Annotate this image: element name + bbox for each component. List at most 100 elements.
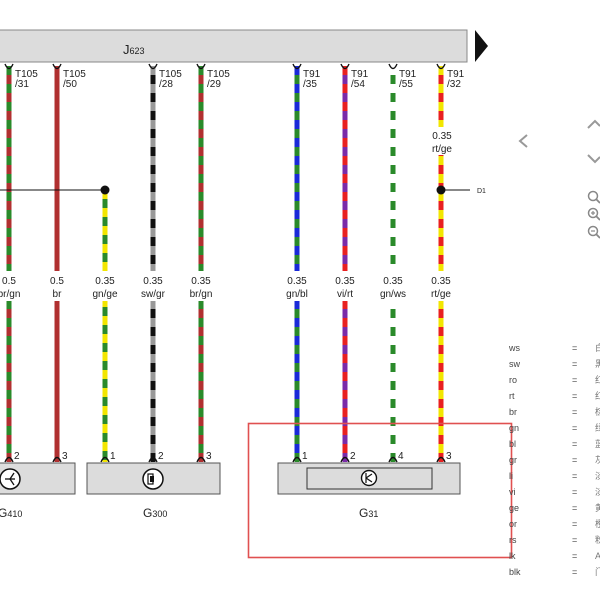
connection-line: D1	[0, 185, 486, 195]
legend-abbr: ws	[509, 343, 520, 353]
svg-text:0.5: 0.5	[2, 276, 16, 287]
zoom-fit-icon[interactable]	[587, 190, 600, 204]
pin-number: 1	[110, 451, 116, 462]
legend-equals: =	[572, 455, 578, 465]
legend-row: li=淡	[509, 468, 600, 484]
sensor-icon	[360, 469, 378, 487]
legend-equals: =	[572, 551, 578, 561]
legend-row: sw=黑	[509, 356, 600, 372]
pin-connector	[436, 63, 446, 70]
legend-abbr: rs	[509, 535, 517, 545]
component-label: G300	[143, 506, 167, 520]
legend-row: rt=红	[509, 388, 600, 404]
legend-equals: =	[572, 423, 578, 433]
svg-text:T91: T91	[399, 69, 417, 80]
pin-number: 1	[302, 451, 308, 462]
svg-text:/55: /55	[399, 79, 413, 90]
pin-number: 2	[158, 451, 164, 462]
pin-label: T105/50	[63, 69, 86, 90]
legend-value: 灰	[595, 455, 600, 465]
control-unit-j623: J623	[0, 29, 488, 63]
svg-text:0.35: 0.35	[191, 276, 211, 287]
connection-label: D1	[477, 188, 486, 195]
legend-row: lk=A	[509, 548, 600, 564]
legend-row: ws = 白	[509, 340, 600, 356]
svg-text:T91: T91	[351, 69, 369, 80]
legend-abbr: gn	[509, 423, 520, 433]
svg-text:/35: /35	[303, 79, 317, 90]
upper-wire-label: 0.35 rt/ge	[426, 127, 458, 155]
legend-value: 橙	[595, 519, 600, 529]
nav-controls	[514, 114, 600, 239]
svg-text:rt/ge: rt/ge	[431, 289, 451, 300]
svg-text:0.35: 0.35	[431, 276, 451, 287]
legend-row: ge=黄	[509, 500, 600, 516]
svg-text:0.35: 0.35	[432, 131, 452, 142]
svg-text:/50: /50	[63, 79, 77, 90]
pin-connector	[196, 63, 206, 70]
pin-number: 4	[398, 451, 404, 462]
junction-dot	[100, 185, 110, 195]
legend-abbr: ro	[509, 375, 518, 385]
pin-connector	[148, 63, 158, 70]
chevron-left-icon[interactable]	[514, 132, 532, 150]
legend-equals: =	[572, 519, 578, 529]
legend-abbr: lk	[509, 551, 516, 561]
legend-value: 蓝	[595, 439, 600, 449]
svg-text:vi/rt: vi/rt	[337, 289, 353, 300]
pin-connector	[52, 456, 62, 463]
svg-text:0.5: 0.5	[50, 276, 64, 287]
legend-row: blk=门	[509, 564, 600, 580]
legend-equals: =	[572, 503, 578, 513]
sensor-icon	[0, 468, 21, 490]
pin-connector	[436, 456, 446, 463]
wire-label: 0.35 rt/ge	[423, 271, 459, 301]
legend-equals: =	[572, 343, 578, 353]
wires-layer	[4, 63, 446, 463]
legend-equals: =	[572, 487, 578, 497]
chevron-up-icon[interactable]	[584, 114, 600, 130]
zoom-in-icon[interactable]	[587, 207, 600, 221]
svg-text:/31: /31	[15, 79, 29, 90]
legend-value: 红	[595, 391, 600, 401]
svg-text:T105: T105	[159, 69, 182, 80]
legend-equals: =	[572, 407, 578, 417]
component-pin-numbers: 2 3 1 2 3 1 2 4 3	[14, 451, 452, 462]
svg-text:br/gn: br/gn	[0, 289, 20, 300]
junction-dot	[436, 185, 446, 195]
legend-abbr: ge	[509, 503, 520, 513]
legend-row: ro = 红	[509, 372, 600, 388]
sensor-icon	[142, 468, 164, 490]
svg-text:sw/gr: sw/gr	[141, 289, 166, 300]
pin-connector	[148, 456, 158, 463]
pin-connector	[4, 63, 14, 70]
component-label: G410	[0, 506, 22, 520]
pin-connector	[4, 456, 14, 463]
pin-label: T91/55	[399, 69, 417, 90]
pin-number: 2	[14, 451, 20, 462]
pin-number: 3	[206, 451, 212, 462]
legend-value: 红	[595, 375, 600, 385]
zoom-out-icon[interactable]	[587, 225, 600, 239]
wire-label: 0.35 vi/rt	[327, 271, 363, 301]
pin-label: T105/28	[159, 69, 182, 90]
highlight-box[interactable]	[247, 422, 513, 559]
svg-text:0.35: 0.35	[335, 276, 355, 287]
legend-value: 绿	[595, 423, 600, 433]
chevron-down-icon[interactable]	[584, 150, 600, 166]
legend-value: 黑	[595, 359, 600, 369]
pin-connector	[340, 63, 350, 70]
legend-value: 白	[595, 343, 600, 353]
legend-equals: =	[572, 471, 578, 481]
legend-equals: =	[572, 375, 578, 385]
svg-text:gn/ws: gn/ws	[380, 289, 406, 300]
legend-row: bl=蓝	[509, 436, 600, 452]
component-g31: G31	[277, 462, 461, 520]
legend-row: gn = 绿	[509, 420, 600, 436]
legend-abbr: bl	[509, 439, 517, 449]
wire-label: 0.5br	[41, 271, 73, 301]
